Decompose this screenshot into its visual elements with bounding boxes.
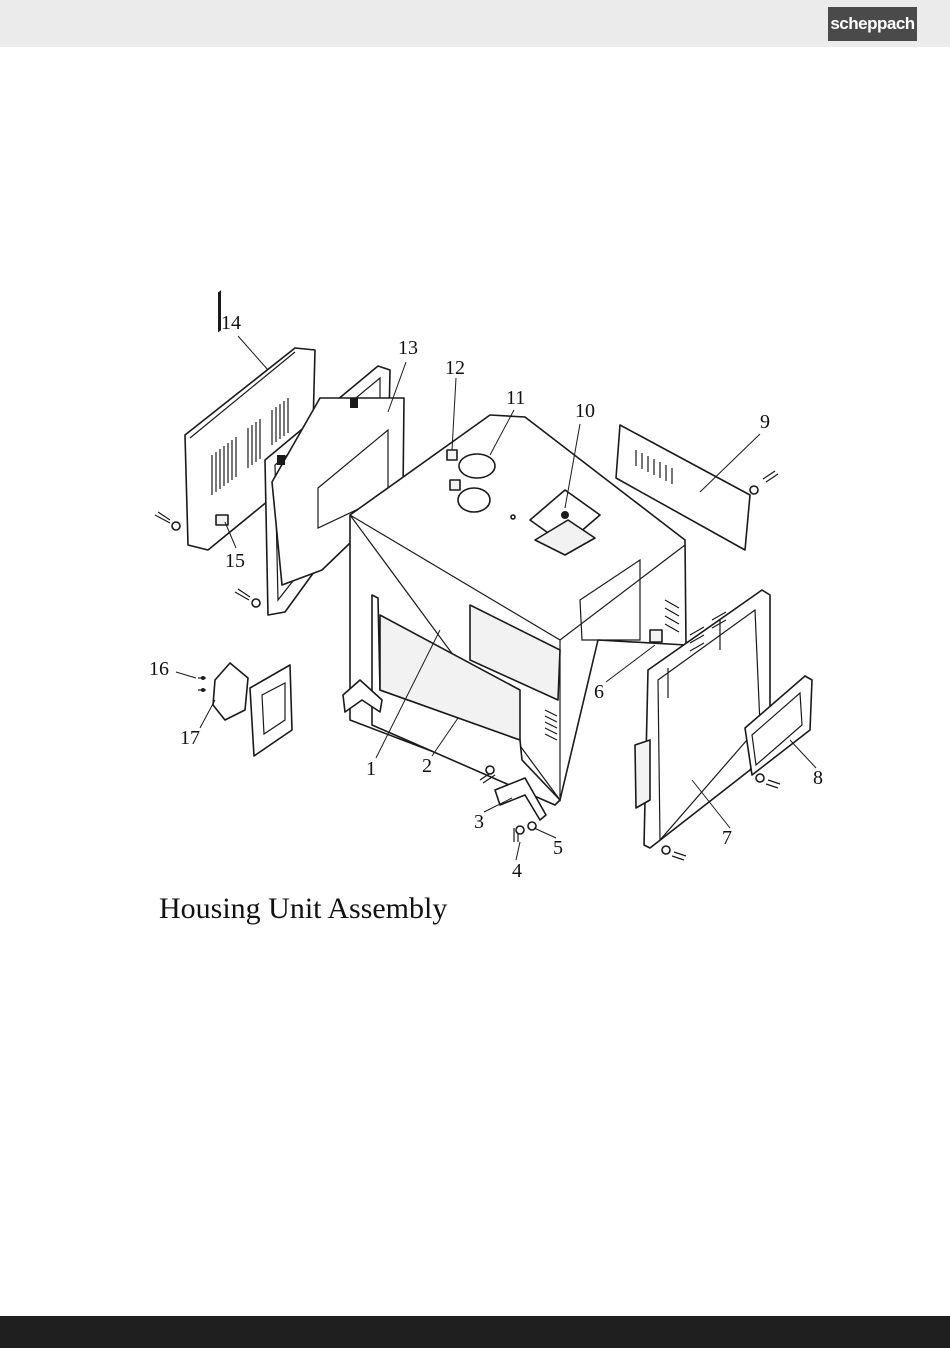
callout-16: 16: [149, 659, 169, 679]
figure-caption: Housing Unit Assembly: [159, 892, 447, 926]
callout-12: 12: [445, 358, 465, 378]
callout-9: 9: [760, 412, 770, 432]
part-16-17-latch: [198, 663, 248, 720]
callout-6: 6: [594, 682, 604, 702]
callout-15: 15: [225, 551, 245, 571]
callout-7: 7: [722, 828, 732, 848]
callout-14: 14: [221, 313, 241, 333]
callout-13: 13: [398, 338, 418, 358]
callout-2: 2: [422, 756, 432, 776]
callout-11: 11: [506, 388, 525, 408]
callout-1: 1: [366, 759, 376, 779]
callout-4: 4: [512, 861, 522, 881]
callout-10: 10: [575, 401, 595, 421]
footer-bar: [0, 1316, 950, 1348]
callout-5: 5: [553, 838, 563, 858]
callout-8: 8: [813, 768, 823, 788]
callout-17: 17: [180, 728, 200, 748]
callout-3: 3: [474, 812, 484, 832]
